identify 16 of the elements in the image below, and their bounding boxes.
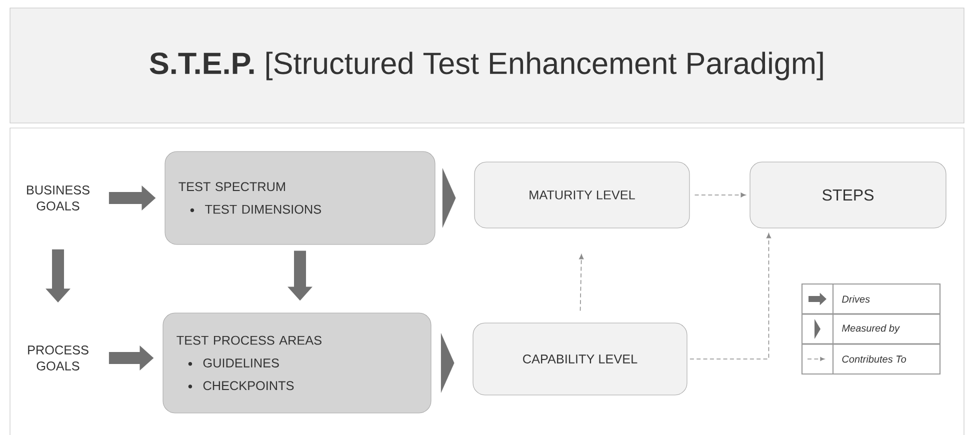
- chevron-arrow: [442, 168, 456, 228]
- goal-label: PROCESS GOALS: [28, 346, 88, 370]
- dashed-arrow: [694, 192, 746, 198]
- level-box: CAPABILITY LEVEL: [472, 322, 688, 396]
- level-box: STEPS: [750, 162, 946, 228]
- dashed-arrow: [690, 233, 772, 360]
- goal-label: BUSINESS GOALS: [27, 186, 90, 210]
- legend-label: Contributes To: [842, 355, 906, 363]
- legend-label: Measured by: [842, 324, 900, 334]
- area-box: TEST PROCESS AREAS GUIDELINES CHECKPOINTS: [162, 312, 432, 414]
- title: S.T.E.P. [Structured Test Enhancement Paradigm]: [150, 52, 823, 80]
- area-box: TEST SPECTRUM TEST DIMENSIONS: [164, 151, 436, 245]
- dashed-arrow: [579, 254, 584, 312]
- level-box: MATURITY LEVEL: [474, 162, 690, 228]
- chevron-arrow: [440, 333, 454, 393]
- legend-label: Drives: [842, 295, 870, 303]
